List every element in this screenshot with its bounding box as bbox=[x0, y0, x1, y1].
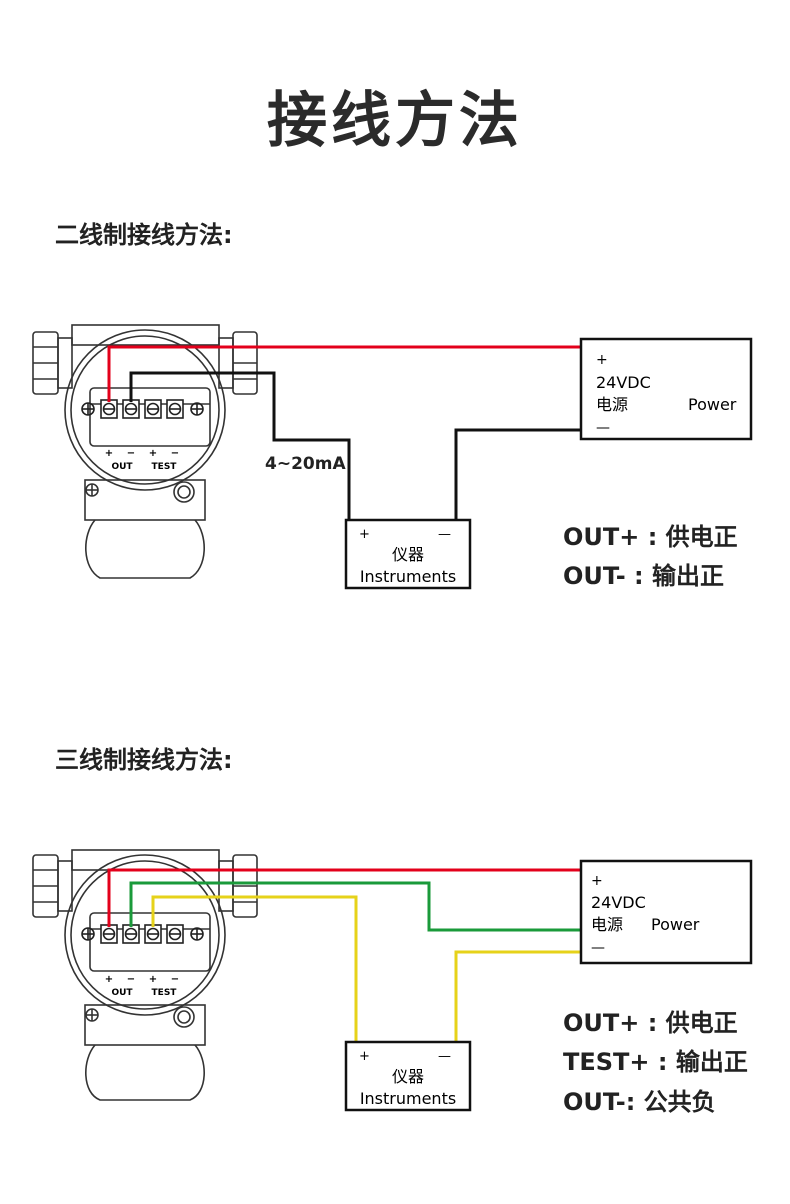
instrument-name-cn: 仪器 bbox=[392, 545, 424, 564]
terminal-screw bbox=[144, 399, 162, 419]
power-supply-box: + 24VDC 电源 Power — bbox=[579, 859, 753, 965]
wire-supply-positive bbox=[107, 868, 581, 927]
terminal-label: + bbox=[149, 974, 157, 985]
ground-screw bbox=[190, 402, 204, 416]
wire-power-positive bbox=[107, 345, 581, 402]
legend-line: OUT-: 公共负 bbox=[563, 1088, 716, 1116]
terminal-screw bbox=[122, 399, 140, 419]
terminal-label: + bbox=[105, 448, 113, 459]
wire-common-negative bbox=[129, 881, 581, 932]
terminal-label: − bbox=[171, 974, 179, 985]
three-wire-diagram: + − + − OUT TEST + 24VDC 电源 Power — + — … bbox=[32, 849, 753, 1116]
instrument-box: + — 仪器 Instruments bbox=[344, 1040, 472, 1112]
power-plus: + bbox=[596, 352, 608, 368]
terminal-label: + bbox=[149, 448, 157, 459]
two-wire-heading: 二线制接线方法: bbox=[55, 221, 233, 249]
terminal-label: + bbox=[105, 974, 113, 985]
terminal-screw bbox=[166, 924, 184, 944]
power-supply-box: + 24VDC 电源 Power — bbox=[579, 337, 753, 441]
test-label: TEST bbox=[152, 462, 178, 472]
terminal-screw bbox=[144, 924, 162, 944]
power-minus: — bbox=[591, 940, 605, 956]
instrument-name-cn: 仪器 bbox=[392, 1067, 424, 1086]
ground-screw bbox=[81, 927, 95, 941]
ground-screw bbox=[81, 402, 95, 416]
terminal-screw bbox=[100, 924, 118, 944]
power-minus: — bbox=[596, 420, 610, 436]
page-title: 接线方法 bbox=[267, 86, 523, 156]
instrument-minus: — bbox=[438, 1049, 451, 1064]
transmitter-icon bbox=[32, 324, 258, 579]
two-wire-diagram: + − + − OUT TEST 4~20mA + 24VDC 电源 Power… bbox=[32, 324, 753, 590]
instrument-name-en: Instruments bbox=[360, 567, 456, 586]
instrument-plus: + bbox=[359, 1049, 370, 1064]
current-label: 4~20mA bbox=[265, 454, 346, 474]
wire-signal-out bbox=[129, 371, 351, 520]
terminal-label: − bbox=[127, 974, 135, 985]
legend-line: OUT- : 输出正 bbox=[563, 562, 724, 590]
power-name-en: Power bbox=[651, 915, 700, 934]
test-label: TEST bbox=[152, 988, 178, 998]
out-label: OUT bbox=[111, 462, 133, 472]
power-name-en: Power bbox=[688, 395, 737, 414]
terminal-screw bbox=[100, 399, 118, 419]
terminal-screw bbox=[166, 399, 184, 419]
three-wire-heading: 三线制接线方法: bbox=[55, 746, 233, 774]
wire-instrument-return bbox=[454, 428, 581, 520]
power-plus: + bbox=[591, 873, 603, 889]
ground-screw bbox=[190, 927, 204, 941]
power-name-cn: 电源 bbox=[591, 915, 623, 934]
instrument-plus: + bbox=[359, 527, 370, 542]
wire-instrument-return bbox=[454, 950, 581, 1042]
power-voltage: 24VDC bbox=[596, 373, 651, 392]
legend-line: OUT+ : 供电正 bbox=[563, 1009, 738, 1037]
wire-output-signal bbox=[151, 895, 358, 1042]
power-voltage: 24VDC bbox=[591, 893, 646, 912]
terminal-screw bbox=[122, 924, 140, 944]
terminal-label: − bbox=[171, 448, 179, 459]
instrument-minus: — bbox=[438, 527, 451, 542]
power-name-cn: 电源 bbox=[596, 395, 628, 414]
instrument-box: + — 仪器 Instruments bbox=[344, 518, 472, 590]
instrument-name-en: Instruments bbox=[360, 1089, 456, 1108]
legend-line: TEST+ : 输出正 bbox=[563, 1048, 748, 1076]
terminal-block: + − + − OUT TEST bbox=[81, 399, 204, 472]
transmitter-icon bbox=[32, 849, 258, 1101]
terminal-label: − bbox=[127, 448, 135, 459]
out-label: OUT bbox=[111, 988, 133, 998]
terminal-block: + − + − OUT TEST bbox=[81, 924, 204, 998]
legend-line: OUT+ : 供电正 bbox=[563, 523, 738, 551]
